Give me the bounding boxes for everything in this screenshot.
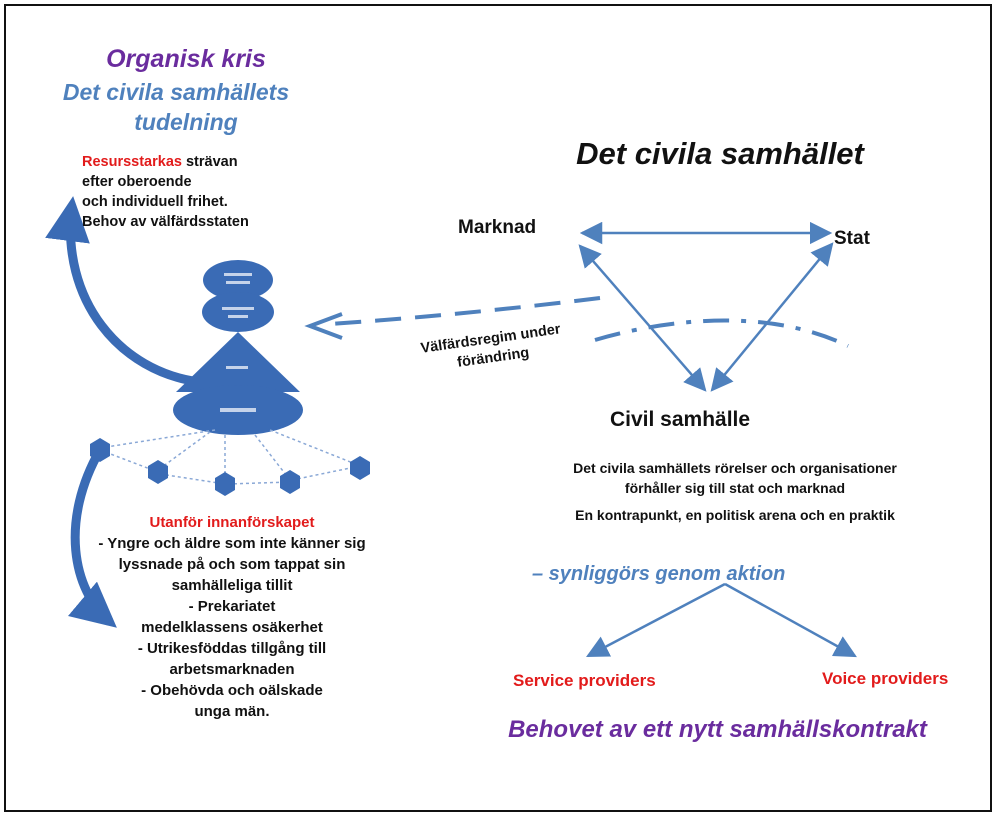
- outside-line: arbetsmarknaden: [169, 661, 295, 678]
- slide-frame: [4, 4, 992, 812]
- left-title-organic-crisis: Organisk kris: [106, 45, 266, 73]
- figure-cone: [176, 332, 300, 392]
- outside-block: Utanför innanförskapet - Yngre och äldre…: [72, 512, 392, 722]
- resource-strong-highlight: Resursstarkas: [82, 154, 182, 170]
- figure-top-ellipse: [203, 260, 273, 300]
- left-title-line2: Det civila samhällets: [62, 79, 290, 105]
- resource-strong-line1-rest: strävan: [181, 154, 238, 170]
- right-title: Det civila samhället: [576, 136, 864, 171]
- outside-line: unga män.: [194, 703, 270, 720]
- resource-strong-line4: Behov av välfärdsstaten: [82, 214, 249, 230]
- outside-heading: Utanför innanförskapet: [149, 514, 315, 531]
- node-state: Stat: [834, 228, 870, 249]
- figure-node-1: [90, 438, 110, 462]
- dash-dot-arc: [594, 318, 849, 348]
- resource-strong-line2: efter oberoende: [82, 174, 192, 190]
- resource-strong-line3: och individuell frihet.: [82, 194, 228, 210]
- figure-node-5: [350, 456, 370, 480]
- dashed-arrow-head: [304, 312, 343, 340]
- curved-arrow-down: [67, 447, 117, 628]
- left-title-line3: tudelning: [134, 109, 238, 135]
- outside-line: - Yngre och äldre som inte känner sig: [98, 535, 366, 552]
- curved-arrow-up: [45, 196, 201, 387]
- outside-line: medelklassens osäkerhet: [141, 619, 323, 636]
- society-figure: [90, 260, 370, 496]
- arrow-to-voice: [724, 582, 857, 658]
- outside-line: - Utrikesföddas tillgång till: [137, 640, 327, 657]
- voice-providers-label: Voice providers: [822, 669, 949, 688]
- arrow-market-civil: [578, 244, 707, 392]
- figure-node-3: [215, 472, 235, 496]
- dashed-arrow-welfare: [329, 296, 601, 326]
- node-civil-society: Civil samhälle: [610, 408, 751, 431]
- figure-node-4: [280, 470, 300, 494]
- civil-description: Det civila samhällets rörelser och organ…: [500, 458, 970, 525]
- outside-line: lyssnade på och som tappat sin: [118, 556, 346, 573]
- arrow-to-service: [586, 582, 726, 658]
- civil-desc-line2: förhåller sig till stat och marknad: [624, 480, 846, 496]
- outside-line: samhälleliga tillit: [171, 577, 293, 594]
- figure-second-ellipse: [202, 292, 274, 332]
- node-market: Marknad: [458, 217, 537, 238]
- arrow-state-civil: [710, 242, 834, 392]
- service-providers-label: Service providers: [513, 671, 656, 690]
- action-label: – synliggörs genom aktion: [532, 563, 786, 585]
- civil-desc-line1: Det civila samhällets rörelser och organ…: [573, 460, 897, 476]
- bottom-title: Behovet av ett nytt samhällskontrakt: [508, 716, 927, 743]
- resource-strong-text: Resursstarkas strävan efter oberoende oc…: [82, 152, 332, 232]
- figure-node-2: [148, 460, 168, 484]
- outside-line: - Prekariatet: [188, 598, 276, 615]
- outside-line: - Obehövda och oälskade: [141, 682, 323, 699]
- civil-desc-line3: En kontrapunkt, en politisk arena och en…: [575, 507, 895, 523]
